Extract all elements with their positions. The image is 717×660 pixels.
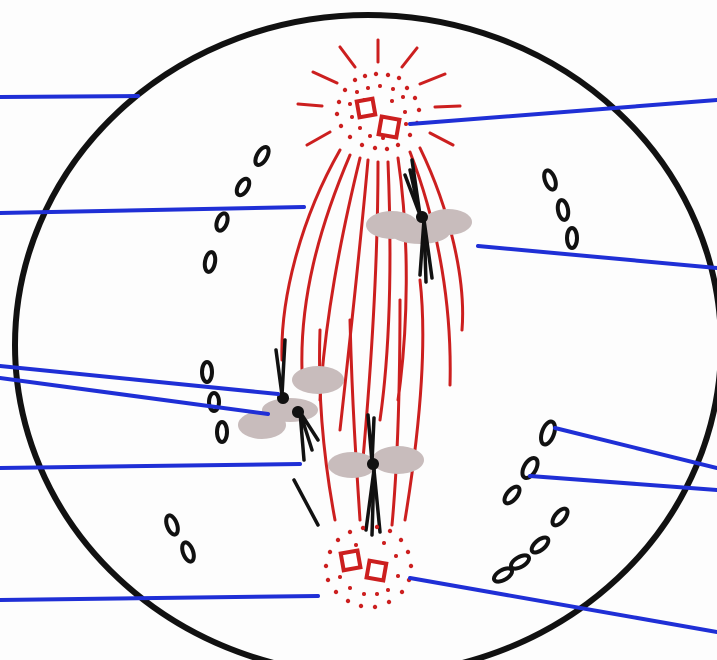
leader-line-centrosome-bottom	[0, 596, 318, 600]
leader-line-kinetochore	[478, 246, 717, 268]
leader-line-chromosome-b	[0, 378, 268, 414]
top-centrosome-dots	[335, 72, 421, 151]
top-centrioles	[357, 99, 400, 138]
leader-line-centriole-top	[410, 100, 717, 124]
chromosome-3	[328, 415, 424, 535]
leader-line-aster-bottom	[410, 578, 717, 632]
chromosome-2	[238, 340, 344, 525]
bottom-centrioles	[341, 551, 387, 581]
leader-line-vesicle-a	[555, 428, 717, 468]
leader-line-cell-membrane-top	[0, 96, 138, 97]
leader-line-chromosome-a	[0, 366, 278, 394]
leader-line-kinetochore-fiber	[0, 464, 300, 468]
